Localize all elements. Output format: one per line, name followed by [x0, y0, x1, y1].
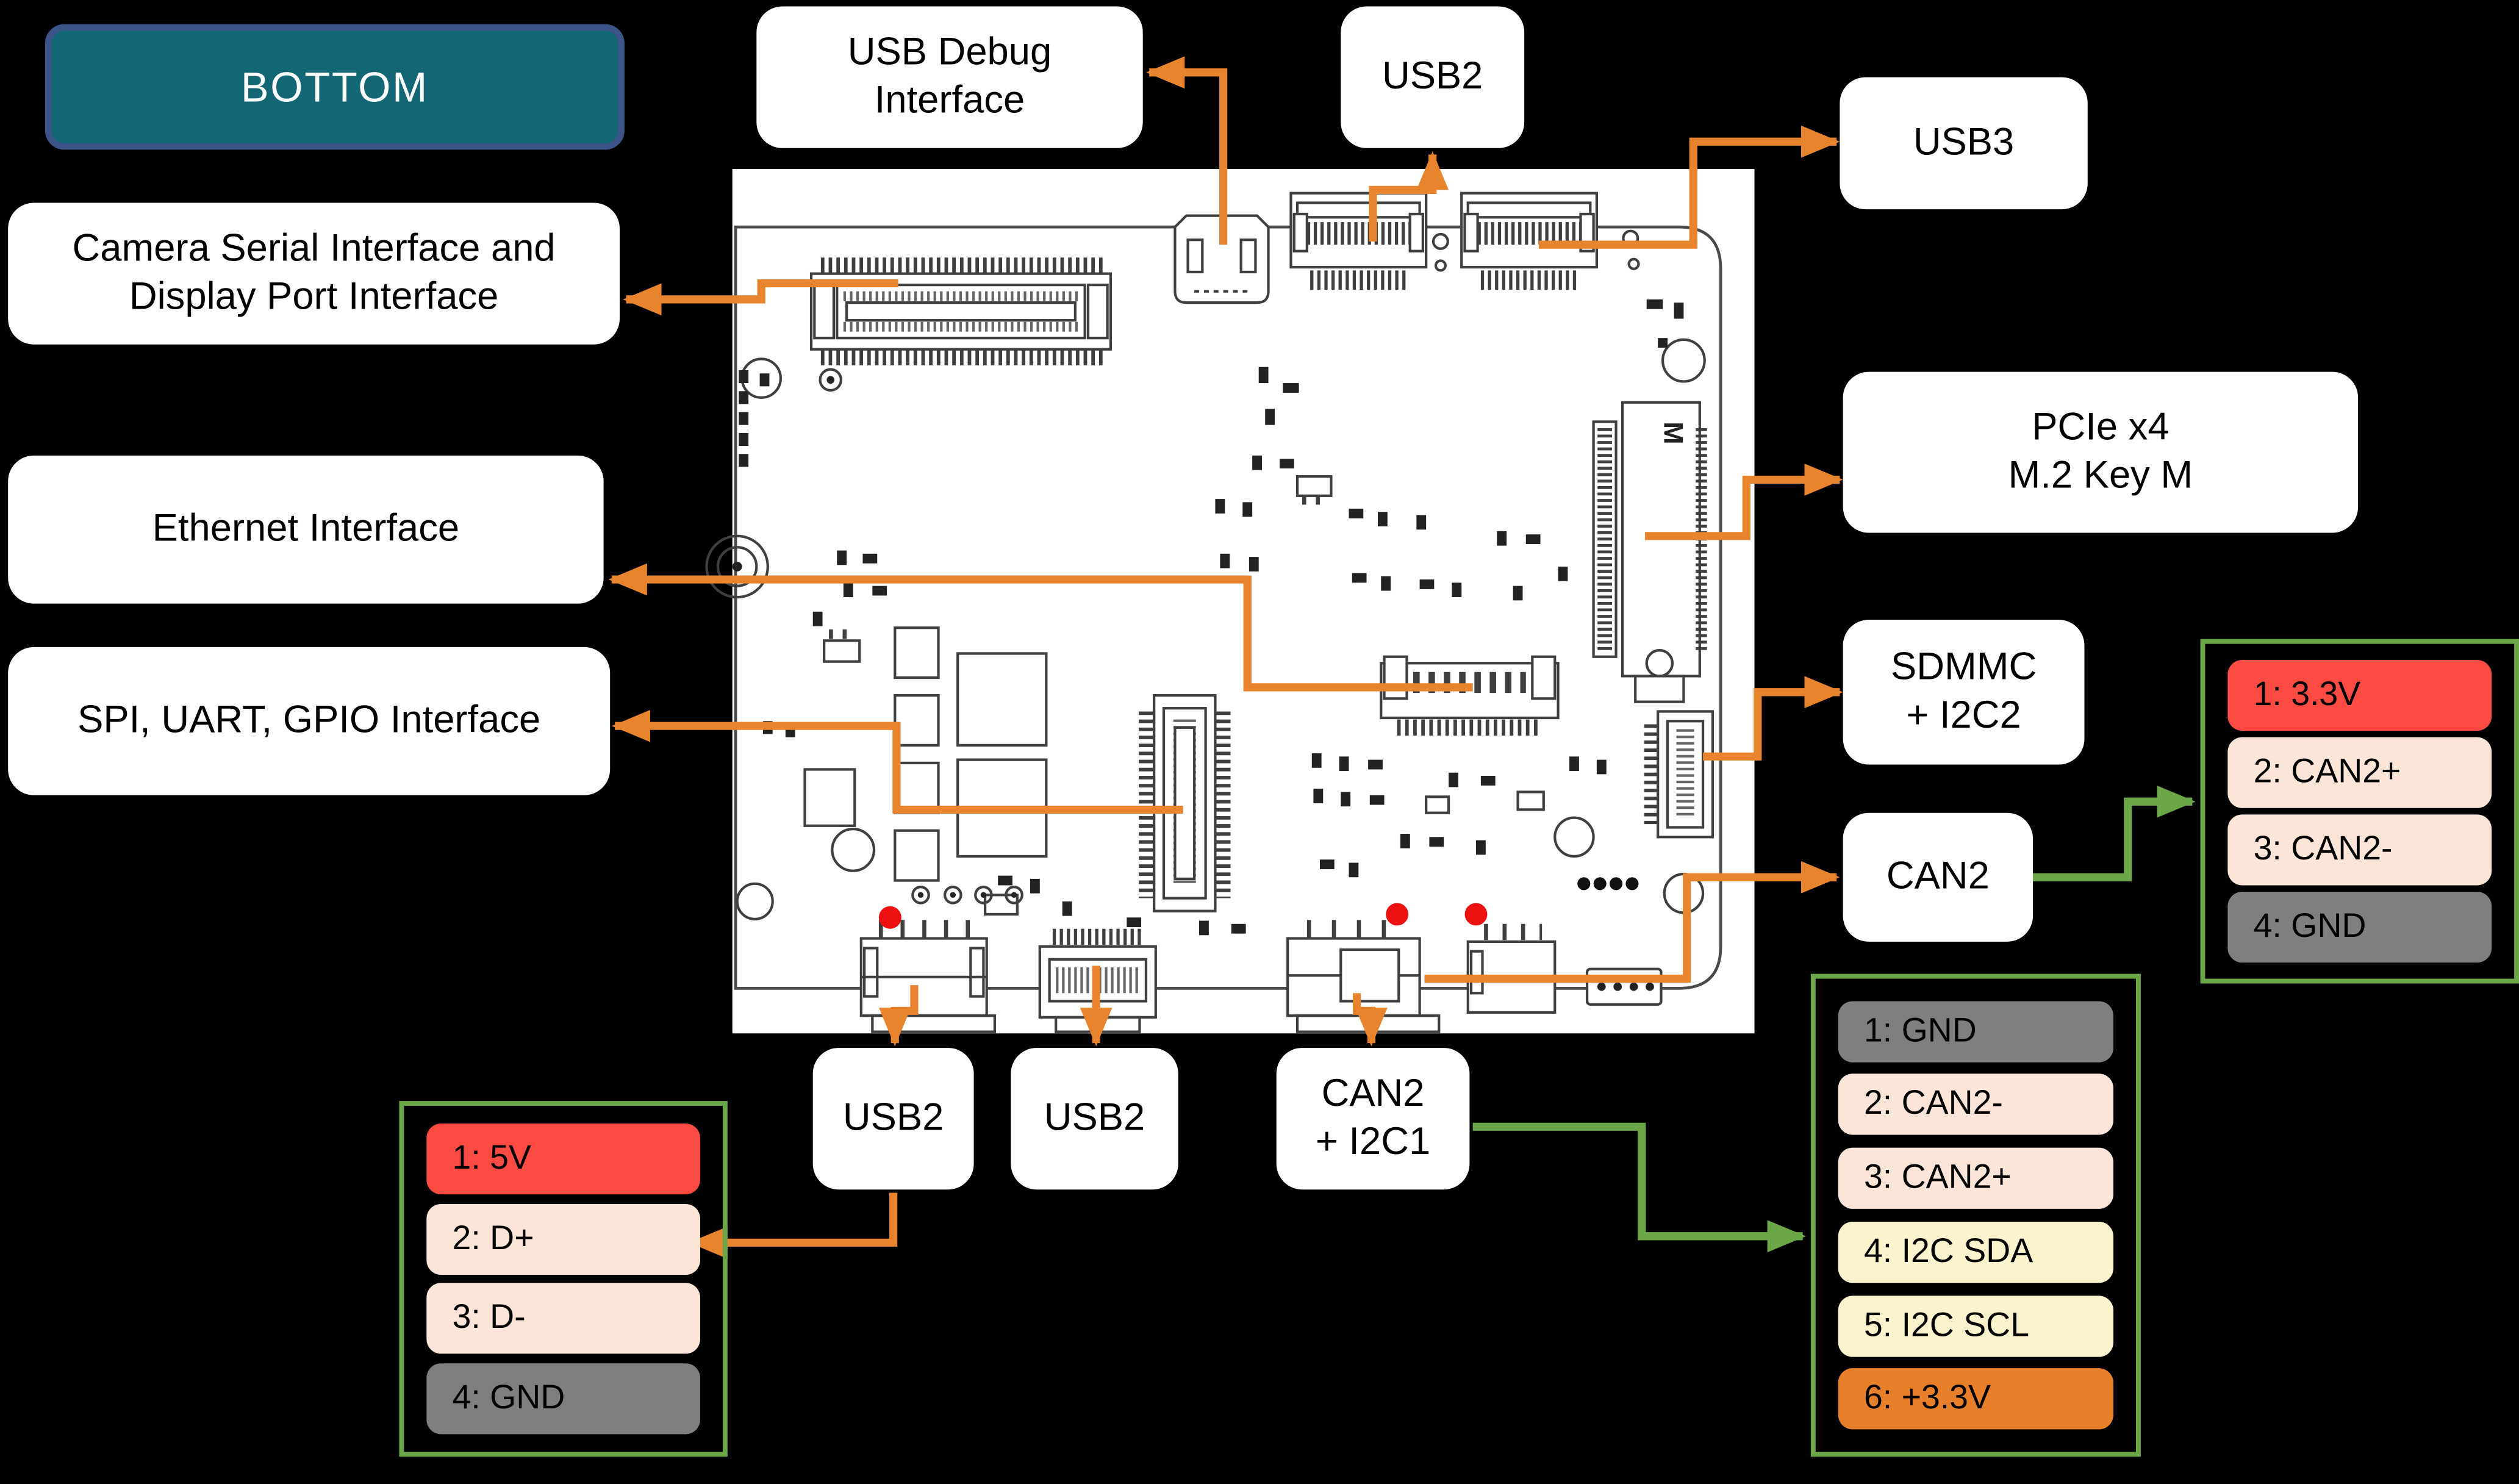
label-text: USB3: [1913, 120, 2015, 165]
label-usb3: USB3: [1840, 77, 2088, 210]
label-usb2-bottom-mid: USB2: [1011, 1047, 1178, 1190]
arrow-spi: [611, 709, 1183, 814]
view-badge-label: BOTTOM: [240, 62, 429, 110]
pin-row: 3: D-: [426, 1283, 700, 1354]
sdmmc-connector: [1644, 710, 1715, 839]
arrow-can2-i2c1-pinout: [1472, 1122, 1806, 1253]
pinout-table-can2-i2c1: 1: GND 2: CAN2- 3: CAN2+ 4: I2C SDA 5: I2C S…: [1810, 973, 2141, 1457]
pin-row: 5: I2C SCL: [1838, 1295, 2114, 1357]
label-can2-i2c1: CAN2 + I2C1: [1276, 1047, 1470, 1190]
passive-components: [739, 299, 1684, 936]
pin-row: 3: CAN2+: [1838, 1147, 2114, 1210]
label-text: USB2: [842, 1096, 944, 1140]
m2-key-marking: M: [1658, 421, 1689, 444]
pinout-table-usb2: 1: 5V 2: D+ 3: D- 4: GND: [399, 1101, 728, 1457]
mounting-holes: [705, 229, 1706, 920]
pin-row: 1: GND: [1838, 1000, 2114, 1062]
pin-row: 4: GND: [426, 1363, 700, 1434]
label-spi-uart-gpio: SPI, UART, GPIO Interface: [8, 647, 611, 795]
label-text: SDMMC: [1890, 645, 2037, 689]
pin-row: 2: CAN2+: [2227, 737, 2492, 808]
arrow-usb2-pinout: [689, 1192, 898, 1259]
label-text: M.2 Key M: [2008, 454, 2193, 498]
label-text: + I2C1: [1315, 1120, 1431, 1164]
label-usb2-bottom-left: USB2: [812, 1047, 974, 1190]
arrow-ethernet: [608, 563, 1473, 692]
usb2-bottom1-connector: [859, 920, 997, 1033]
label-usb2-top: USB2: [1341, 6, 1525, 148]
label-camera-dp: Camera Serial Interface and Display Port…: [8, 203, 620, 345]
label-pcie: PCIe x4 M.2 Key M: [1843, 371, 2359, 533]
label-text: PCIe x4: [2032, 406, 2170, 450]
label-text: USB2: [1044, 1096, 1145, 1140]
pin-row: 3: CAN2-: [2227, 814, 2492, 886]
arrow-camera-dp: [623, 279, 898, 316]
label-text: SPI, UART, GPIO Interface: [77, 698, 541, 742]
label-text: Ethernet Interface: [152, 507, 460, 551]
label-text: Interface: [874, 79, 1025, 123]
arrow-usb3: [1538, 125, 1840, 249]
pin-row: 4: I2C SDA: [1838, 1221, 2114, 1283]
pin1-markers: [878, 903, 1488, 929]
label-text: CAN2: [1321, 1072, 1425, 1116]
pin-row: 2: CAN2-: [1838, 1074, 2114, 1136]
micro-usb-connector: [1174, 214, 1270, 304]
can2-connector: [1466, 923, 1557, 1014]
arrow-pcie: [1645, 464, 1843, 540]
arrow-can2: [1424, 861, 1840, 983]
usb3-top-connector: [1460, 192, 1598, 290]
arrow-usb-debug: [1145, 56, 1228, 245]
arrow-can2-i2c1: [1353, 993, 1388, 1047]
label-text: USB2: [1381, 54, 1483, 98]
pin-row: 6: +3.3V: [1838, 1368, 2114, 1430]
pin-row: 1: 3.3V: [2227, 659, 2492, 731]
label-ethernet: Ethernet Interface: [8, 455, 604, 604]
test-points: [911, 877, 1639, 905]
can2-i2c1-connector: [1286, 920, 1441, 1033]
arrow-can2-pinout: [2033, 785, 2196, 881]
pin-row: 4: GND: [2227, 892, 2492, 963]
camera-dp-connector: [809, 257, 1113, 366]
label-usb-debug: USB Debug Interface: [756, 6, 1143, 148]
label-text: Display Port Interface: [129, 275, 499, 319]
usb2-bottom2-connector: [1038, 928, 1157, 1033]
board-outline: [734, 225, 1722, 990]
arrow-usb2-top: [1369, 151, 1449, 242]
label-text: USB Debug: [847, 30, 1052, 74]
spi-uart-gpio-connector: [1139, 694, 1231, 912]
label-can2: CAN2: [1843, 812, 2033, 942]
label-text: CAN2: [1886, 855, 1990, 898]
arrow-sdmmc: [1703, 676, 1843, 761]
ethernet-connector: [1380, 655, 1560, 736]
arrow-usb2-bottom1: [878, 985, 919, 1047]
pin-row: 2: D+: [426, 1203, 700, 1275]
usb2-top-connector: [1289, 192, 1428, 290]
label-text: Camera Serial Interface and: [72, 227, 556, 271]
label-text: + I2C2: [1906, 694, 2021, 737]
label-sdmmc-i2c2: SDMMC + I2C2: [1843, 620, 2085, 765]
pin-row: 1: 5V: [426, 1124, 700, 1195]
view-badge: BOTTOM: [45, 24, 625, 150]
gpio-4pin-connector: [1585, 967, 1663, 1006]
